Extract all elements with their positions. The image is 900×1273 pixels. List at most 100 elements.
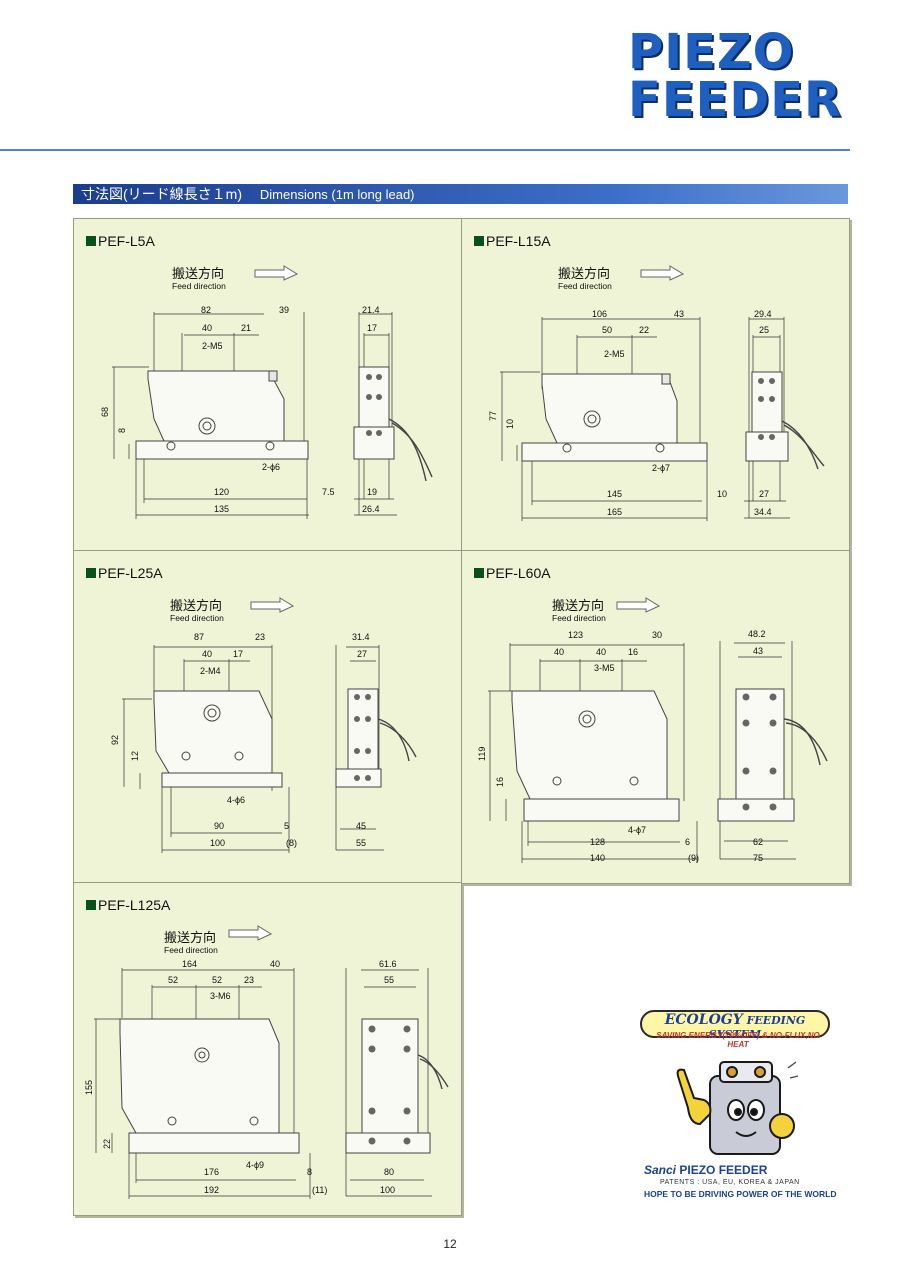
dim-height: 77 [488, 410, 498, 421]
panel-title: PEF-L60A [474, 565, 551, 581]
dim-side-top: 21.4 [362, 305, 380, 315]
mascot-icon [676, 1061, 799, 1155]
dim-side-mid: 17 [367, 323, 378, 333]
dim-mid-c: 16 [628, 647, 639, 657]
section-title-en: Dimensions (1m long lead) [259, 187, 415, 202]
dim-mid-a: 52 [168, 975, 179, 985]
dim-base-h: 22 [102, 1138, 112, 1149]
dim-base-h: 8 [117, 427, 127, 433]
dim-mid-b: 40 [596, 647, 607, 657]
dim-top-b: 23 [255, 632, 266, 642]
dim-side-bot: 80 [384, 1167, 395, 1177]
dim-holes: 4-ϕ9 [246, 1160, 265, 1170]
dim-base-h: 16 [495, 776, 505, 787]
dim-side-total: 55 [356, 838, 367, 848]
dim-bot-paren: (8) [286, 838, 297, 848]
dim-bot-total: 165 [607, 507, 623, 517]
dim-bot-a: 120 [214, 487, 230, 497]
dim-top-a: 82 [201, 305, 212, 315]
dim-mid-a: 40 [202, 323, 213, 333]
feed-arrow-icon [250, 597, 294, 613]
brand-line-2: FEEDER [628, 72, 842, 128]
dim-screw: 2-M5 [202, 341, 223, 351]
dim-holes: 4-ϕ7 [628, 825, 647, 835]
dim-side-mid: 27 [357, 649, 368, 659]
dim-bot-total: 135 [214, 504, 230, 514]
dim-mid-a: 40 [202, 649, 213, 659]
dim-side-top: 29.4 [754, 309, 772, 319]
dim-bot-paren: (9) [688, 853, 699, 863]
dim-side-total: 75 [753, 853, 764, 863]
section-band: 寸法図(リード線長さ１m) Dimensions (1m long lead) [73, 184, 848, 204]
dim-height: 92 [110, 734, 120, 745]
feed-arrow-icon [254, 265, 298, 281]
dim-base-h: 12 [130, 750, 140, 761]
ecology-title: ECOLOGY FEEDING SYSTEM [640, 1010, 830, 1041]
drawing-pef-l25a [122, 645, 417, 853]
ecology-badge: ECOLOGY FEEDING SYSTEM SAVING ENERGY(70%… [630, 1000, 840, 1210]
patents-text: PATENTS : USA, EU, KOREA & JAPAN [660, 1179, 800, 1186]
dim-holes: 2-ϕ6 [262, 462, 281, 472]
dim-screw: 3-M5 [594, 663, 615, 673]
dim-side-mid: 25 [759, 325, 770, 335]
dim-bot-total: 192 [204, 1185, 220, 1195]
dim-side-bot: 27 [759, 489, 770, 499]
dim-bot-a: 128 [590, 837, 606, 847]
dim-mid-b: 17 [233, 649, 244, 659]
dim-side-total: 34.4 [754, 507, 772, 517]
sanci-logo: Sanci PIEZO FEEDER [644, 1163, 768, 1177]
section-title-jp: 寸法図(リード線長さ１m) [81, 186, 242, 202]
dim-bot-a: 145 [607, 489, 623, 499]
header-rule [0, 149, 850, 151]
dim-side-bot: 19 [367, 487, 378, 497]
dim-side-bot: 62 [753, 837, 764, 847]
dim-side-bot: 45 [356, 821, 367, 831]
dim-top-b: 40 [270, 959, 281, 969]
dim-bot-total: 140 [590, 853, 606, 863]
dim-bot-a: 176 [204, 1167, 220, 1177]
dim-bot-b: 6 [685, 837, 691, 847]
dim-mid-b: 52 [212, 975, 223, 985]
dim-side-top: 31.4 [352, 632, 370, 642]
dim-bot-b: 10 [717, 489, 728, 499]
panel-title: PEF-L5A [86, 233, 155, 249]
dim-holes: 4-ϕ6 [227, 795, 246, 805]
drawing-pef-l60a [488, 641, 828, 863]
dim-bot-b: 5 [284, 821, 290, 831]
dim-top-a: 123 [568, 630, 584, 640]
drawing-pef-l125a [94, 968, 449, 1199]
dim-bot-total: 100 [210, 838, 226, 848]
panel-title: PEF-L25A [86, 565, 163, 581]
dim-height: 155 [84, 1079, 94, 1095]
dim-side-mid: 43 [753, 646, 764, 656]
dim-top-b: 39 [279, 305, 290, 315]
dim-screw: 2-M4 [200, 666, 221, 676]
ecology-subtitle: SAVING ENERGY(70%OFF) & NO-FLUX,NO HEAT [656, 1031, 820, 1049]
feed-arrow-icon [640, 265, 684, 281]
dim-mid-b: 22 [639, 325, 650, 335]
dim-mid-b: 21 [241, 323, 252, 333]
feed-arrow-icon [616, 597, 660, 613]
dim-height: 119 [477, 746, 487, 761]
dim-base-h: 10 [505, 418, 515, 429]
brand-logo: PIEZO FEEDER [628, 28, 842, 124]
brand-line-1: PIEZO [628, 24, 795, 80]
dim-bot-a: 90 [214, 821, 225, 831]
dim-screw: 3-M6 [210, 991, 231, 1001]
dim-height: 68 [100, 406, 110, 417]
dim-mid-c: 23 [244, 975, 255, 985]
dim-mid-a: 40 [554, 647, 565, 657]
page-number: 12 [443, 1237, 457, 1251]
dim-side-mid: 55 [384, 975, 395, 985]
dim-top-b: 30 [652, 630, 663, 640]
dim-screw: 2-M5 [604, 349, 625, 359]
dim-top-a: 106 [592, 309, 608, 319]
dim-top-b: 43 [674, 309, 685, 319]
